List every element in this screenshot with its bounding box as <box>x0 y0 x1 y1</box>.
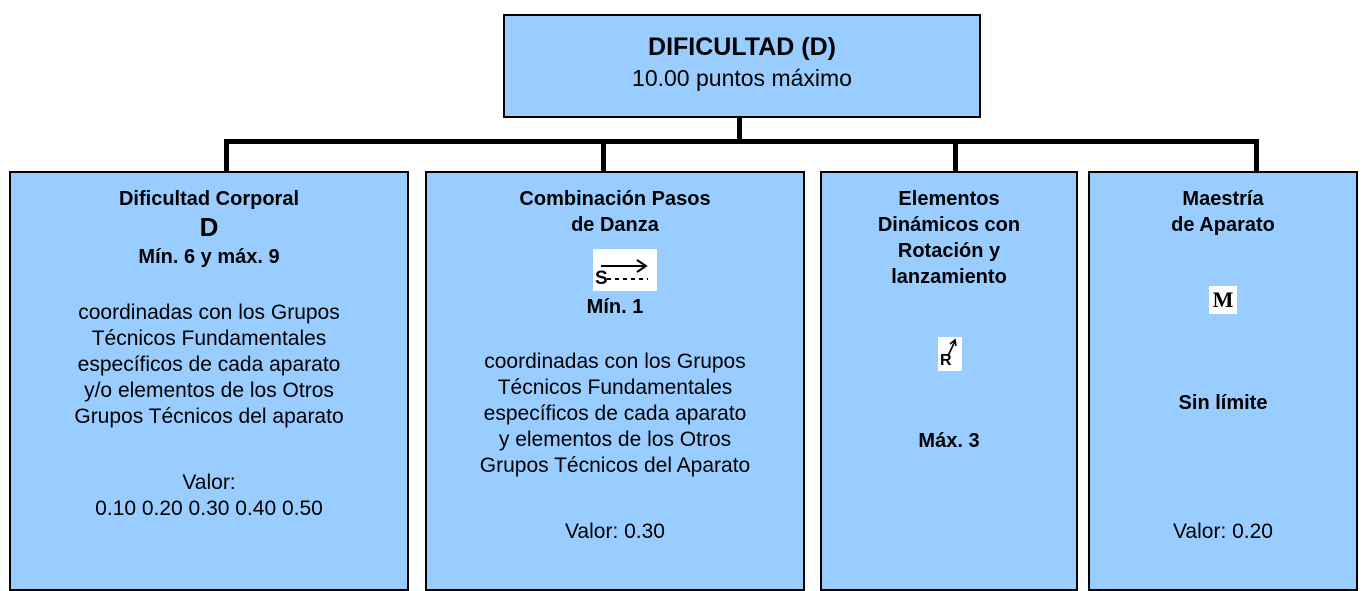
box2-symbol: S <box>595 268 608 289</box>
box1-heading: Dificultad Corporal <box>118 188 299 210</box>
connector-horizontal <box>224 139 1259 144</box>
rotation-throw-symbol-icon: R <box>938 337 962 371</box>
box-maestria-aparato: Maestría de Aparato M Sin límite Valor: … <box>1088 171 1358 591</box>
mastery-symbol-icon: M <box>1209 286 1237 314</box>
box2-desc-4: y elementos de los Otros <box>498 428 732 451</box>
box1-desc-3: específicos de cada aparato <box>77 353 341 376</box>
dance-steps-symbol-icon: S <box>593 249 657 291</box>
box3-heading-2: Dinámicos con <box>877 214 1021 236</box>
box-elementos-dinamicos: Elementos Dinámicos con Rotación y lanza… <box>820 171 1078 591</box>
box4-heading-2: de Aparato <box>1171 214 1275 236</box>
box2-desc-5: Grupos Técnicos del Aparato <box>479 454 751 477</box>
connector-drop-2 <box>601 139 606 171</box>
box4-heading-1: Maestría <box>1182 188 1264 210</box>
box4-symbol: M <box>1212 287 1234 312</box>
box2-desc-3: específicos de cada aparato <box>483 402 747 425</box>
connector-drop-4 <box>1254 139 1259 171</box>
box1-symbol: D <box>199 212 219 242</box>
top-subtitle: 10.00 puntos máximo <box>632 65 852 91</box>
box1-value: 0.10 0.20 0.30 0.40 0.50 <box>95 497 323 520</box>
box3-heading-4: lanzamiento <box>891 266 1007 288</box>
box1-desc-2: Técnicos Fundamentales <box>91 327 327 350</box>
box-dificultad-corporal: Dificultad Corporal D Mín. 6 y máx. 9 co… <box>9 171 409 591</box>
box1-desc-1: coordinadas con los Grupos <box>78 301 340 324</box>
box2-heading-1: Combinación Pasos <box>519 188 711 210</box>
box3-heading-1: Elementos <box>898 188 1000 210</box>
box1-desc-5: Grupos Técnicos del aparato <box>74 405 344 428</box>
box3-heading-3: Rotación y <box>897 240 1001 262</box>
connector-trunk <box>737 117 742 141</box>
box2-desc-2: Técnicos Fundamentales <box>497 376 733 399</box>
top-title: DIFICULTAD (D) <box>648 33 836 61</box>
box2-heading-2: de Danza <box>571 214 659 236</box>
connector-drop-3 <box>953 139 958 171</box>
box1-desc-4: y/o elementos de los Otros <box>84 379 334 402</box>
box-combinacion-pasos: Combinación Pasos de Danza S Mín. 1 coor… <box>425 171 805 591</box>
box1-limit: Mín. 6 y máx. 9 <box>138 246 280 268</box>
box4-value: Valor: 0.20 <box>1172 520 1273 543</box>
box2-desc-1: coordinadas con los Grupos <box>484 350 746 373</box>
box3-limit: Máx. 3 <box>918 430 980 452</box>
box1-value-label: Valor: <box>182 471 236 494</box>
top-box: DIFICULTAD (D) 10.00 puntos máximo <box>503 14 981 118</box>
box4-limit: Sin límite <box>1178 392 1268 414</box>
box2-limit: Mín. 1 <box>586 296 644 318</box>
box3-symbol: R <box>940 352 952 369</box>
box2-value: Valor: 0.30 <box>564 520 665 543</box>
connector-drop-1 <box>224 139 229 171</box>
